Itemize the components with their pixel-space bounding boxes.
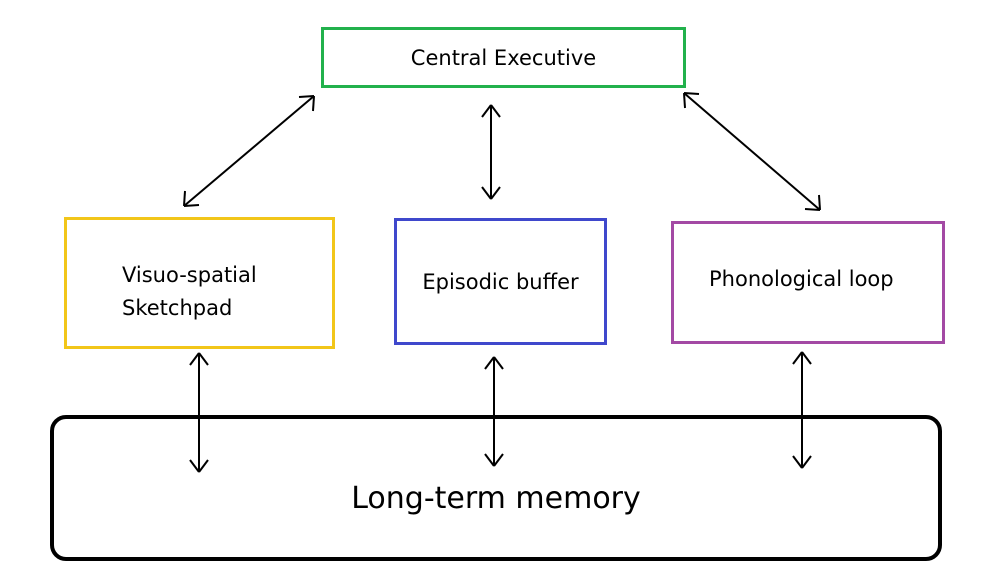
arrow-central-to-phono xyxy=(683,92,821,211)
long-term-memory-label: Long-term memory xyxy=(351,480,641,516)
central-executive-label: Central Executive xyxy=(410,45,597,70)
long-term-memory-box: Long-term memory xyxy=(50,415,942,561)
visuo-spatial-label-line1: Visuo-spatial xyxy=(122,263,257,287)
episodic-buffer-label: Episodic buffer xyxy=(422,269,579,294)
visuo-spatial-sketchpad-box: Visuo-spatial Sketchpad xyxy=(64,217,335,349)
arrow-central-to-visuo xyxy=(183,95,315,207)
phonological-loop-box: Phonological loop xyxy=(671,221,945,344)
central-executive-box: Central Executive xyxy=(321,27,686,88)
arrow-central-to-episodic xyxy=(481,104,501,200)
visuo-spatial-label-line2: Sketchpad xyxy=(122,296,233,320)
episodic-buffer-box: Episodic buffer xyxy=(394,218,607,345)
visuo-spatial-sketchpad-label: Visuo-spatial Sketchpad xyxy=(122,259,257,325)
phonological-loop-label: Phonological loop xyxy=(709,267,894,291)
